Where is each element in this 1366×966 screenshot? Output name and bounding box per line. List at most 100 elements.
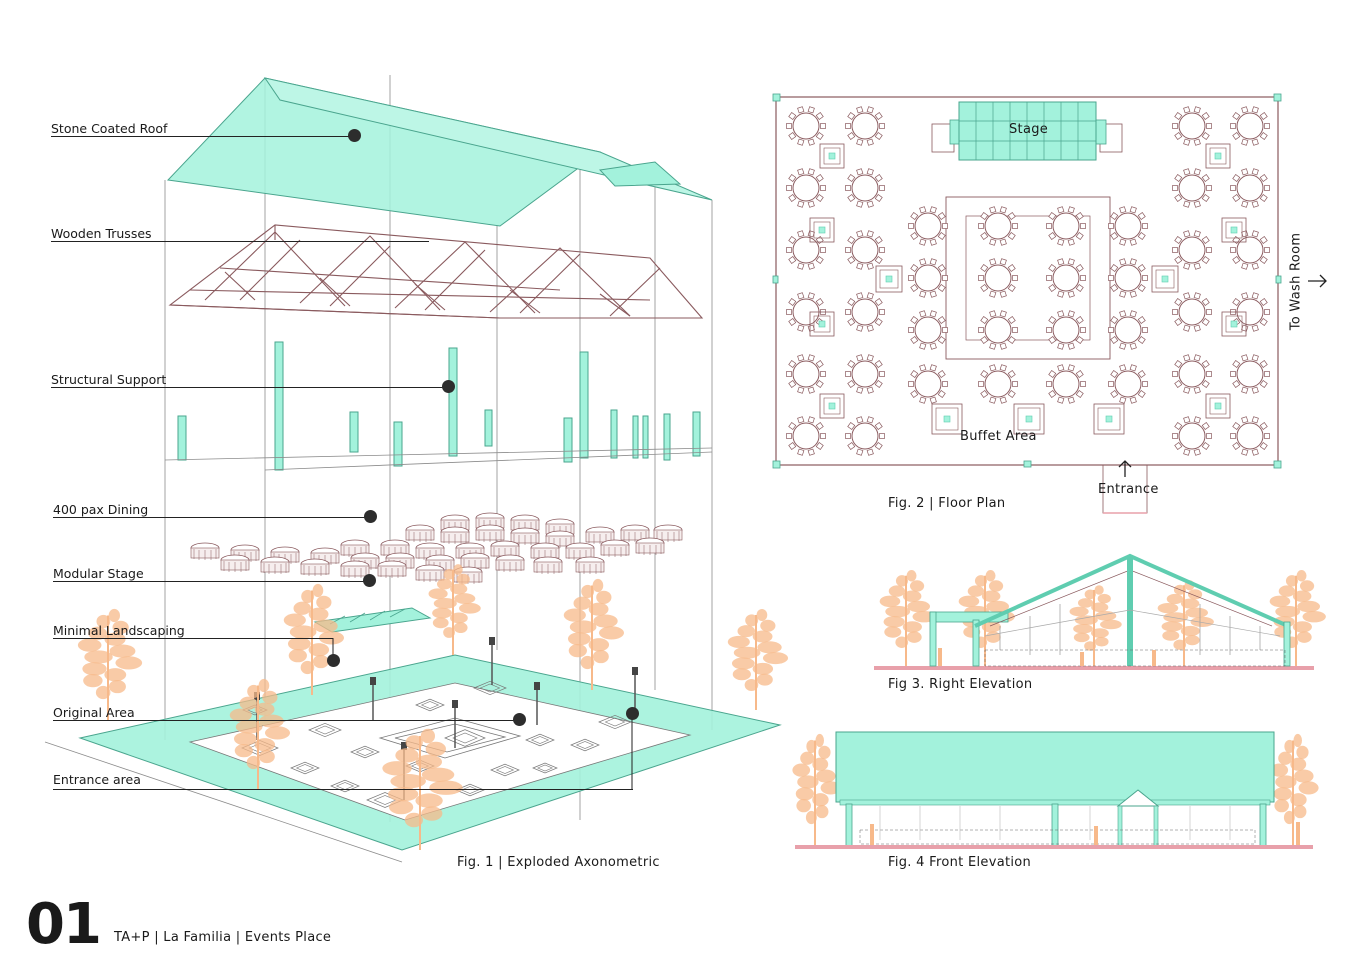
dining-table-icon — [530, 542, 560, 560]
round-table-icon — [786, 230, 826, 270]
ground-pad-icon — [415, 698, 445, 712]
round-table-icon — [908, 206, 948, 246]
round-table-icon — [845, 292, 885, 332]
dining-table-icon — [495, 554, 525, 572]
round-table-icon — [1230, 416, 1270, 456]
washroom-arrow-icon — [1308, 274, 1327, 288]
layer-label-trusses: Wooden Trusses — [51, 226, 152, 241]
entrance-label: Entrance — [1098, 482, 1159, 497]
buffet-station-icon — [1013, 403, 1045, 435]
dining-table-icon — [415, 564, 445, 582]
round-table-icon — [1172, 354, 1212, 394]
ground-pad-icon — [532, 762, 558, 774]
buffet-station-icon — [819, 393, 845, 419]
buffet-area-label: Buffet Area — [960, 429, 1037, 444]
round-table-icon — [1108, 206, 1148, 246]
tree-icon — [229, 678, 291, 790]
buffet-station-icon — [1093, 403, 1125, 435]
round-table-icon — [1230, 168, 1270, 208]
round-table-icon — [1046, 364, 1086, 404]
buffet-station-icon — [875, 265, 903, 293]
ground-pad-icon — [473, 680, 507, 696]
leader-dot-original — [513, 713, 526, 726]
round-table-icon — [1046, 310, 1086, 350]
leader-dot-landscaping — [327, 654, 340, 667]
layer-label-landscaping: Minimal Landscaping — [53, 623, 185, 638]
round-table-icon — [1172, 292, 1212, 332]
right-elevation-structure — [929, 553, 1291, 667]
leader-dot-stage — [363, 574, 376, 587]
round-table-icon — [845, 106, 885, 146]
round-table-icon — [908, 258, 948, 298]
dining-table-icon — [510, 514, 540, 532]
dining-table-icon — [260, 556, 290, 574]
leader-line-stage — [53, 581, 369, 582]
stage-label: Stage — [1009, 122, 1049, 137]
leader-dot-support — [442, 380, 455, 393]
right-elevation-trees — [879, 570, 1326, 666]
tree-icon — [1270, 733, 1319, 845]
lamp-post-icon — [489, 637, 495, 685]
leader-line-support — [51, 387, 449, 388]
leader-line-roof — [51, 136, 354, 137]
landscape-trees — [77, 564, 789, 850]
front-elevation-trees — [792, 733, 1319, 845]
dining-table-icon — [475, 512, 505, 530]
ground-pad-icon — [455, 783, 485, 797]
lamp-post-icon — [452, 700, 458, 748]
leader-line-landscaping — [53, 638, 333, 639]
buffet-station-icon — [809, 311, 835, 337]
leader-dot-entrance — [626, 707, 639, 720]
round-table-icon — [908, 310, 948, 350]
round-table-icon — [1108, 258, 1148, 298]
tree-icon — [1157, 580, 1214, 666]
tree-icon — [77, 608, 143, 720]
dining-table-icon — [575, 556, 605, 574]
front-elevation-structure — [835, 731, 1300, 847]
lamp-post-icon — [370, 677, 376, 720]
plan-corner-markers — [772, 93, 1282, 469]
round-table-icon — [845, 168, 885, 208]
tree-icon — [1269, 570, 1326, 666]
lamp-post-icon — [534, 682, 540, 725]
figure-4-caption: Fig. 4 Front Elevation — [888, 855, 1032, 870]
dining-table-icon — [460, 552, 490, 570]
round-table-icon — [1230, 354, 1270, 394]
buffet-station-icon — [1221, 217, 1247, 243]
buffet-station-icon — [931, 403, 963, 435]
leader-line-entrance — [53, 789, 633, 790]
ground-pad-icon — [290, 761, 320, 775]
dining-table-icon — [380, 539, 410, 557]
sheet-title: TA+P | La Familia | Events Place — [114, 930, 332, 945]
ground-pad-icon — [490, 763, 520, 777]
dining-table-icon — [220, 554, 250, 572]
buffet-station-icon — [819, 143, 845, 169]
layer-label-stage: Modular Stage — [53, 566, 144, 581]
column-ground-lines — [164, 447, 713, 471]
tree-icon — [792, 733, 841, 845]
dining-table-icon — [340, 539, 370, 557]
tree-icon — [727, 609, 789, 710]
dining-table-icon — [585, 526, 615, 544]
dining-table-icon — [440, 514, 470, 532]
dining-table-icon — [600, 539, 630, 557]
round-table-icon — [908, 364, 948, 404]
plan-stage — [931, 101, 1123, 161]
round-table-icon — [1172, 106, 1212, 146]
dining-table-icon — [340, 560, 370, 578]
buffet-station-icon — [809, 217, 835, 243]
round-table-icon — [1230, 106, 1270, 146]
ground-pad-icon — [308, 722, 342, 738]
ground-pad-icon — [598, 714, 632, 730]
ground-pad-icon — [570, 738, 600, 752]
tree-icon — [428, 564, 481, 655]
layer-label-roof: Stone Coated Roof — [51, 121, 168, 136]
dining-table-icon — [415, 542, 445, 560]
dining-table-icon — [635, 537, 665, 555]
leader-dot-roof — [348, 129, 361, 142]
tree-icon — [283, 583, 345, 695]
